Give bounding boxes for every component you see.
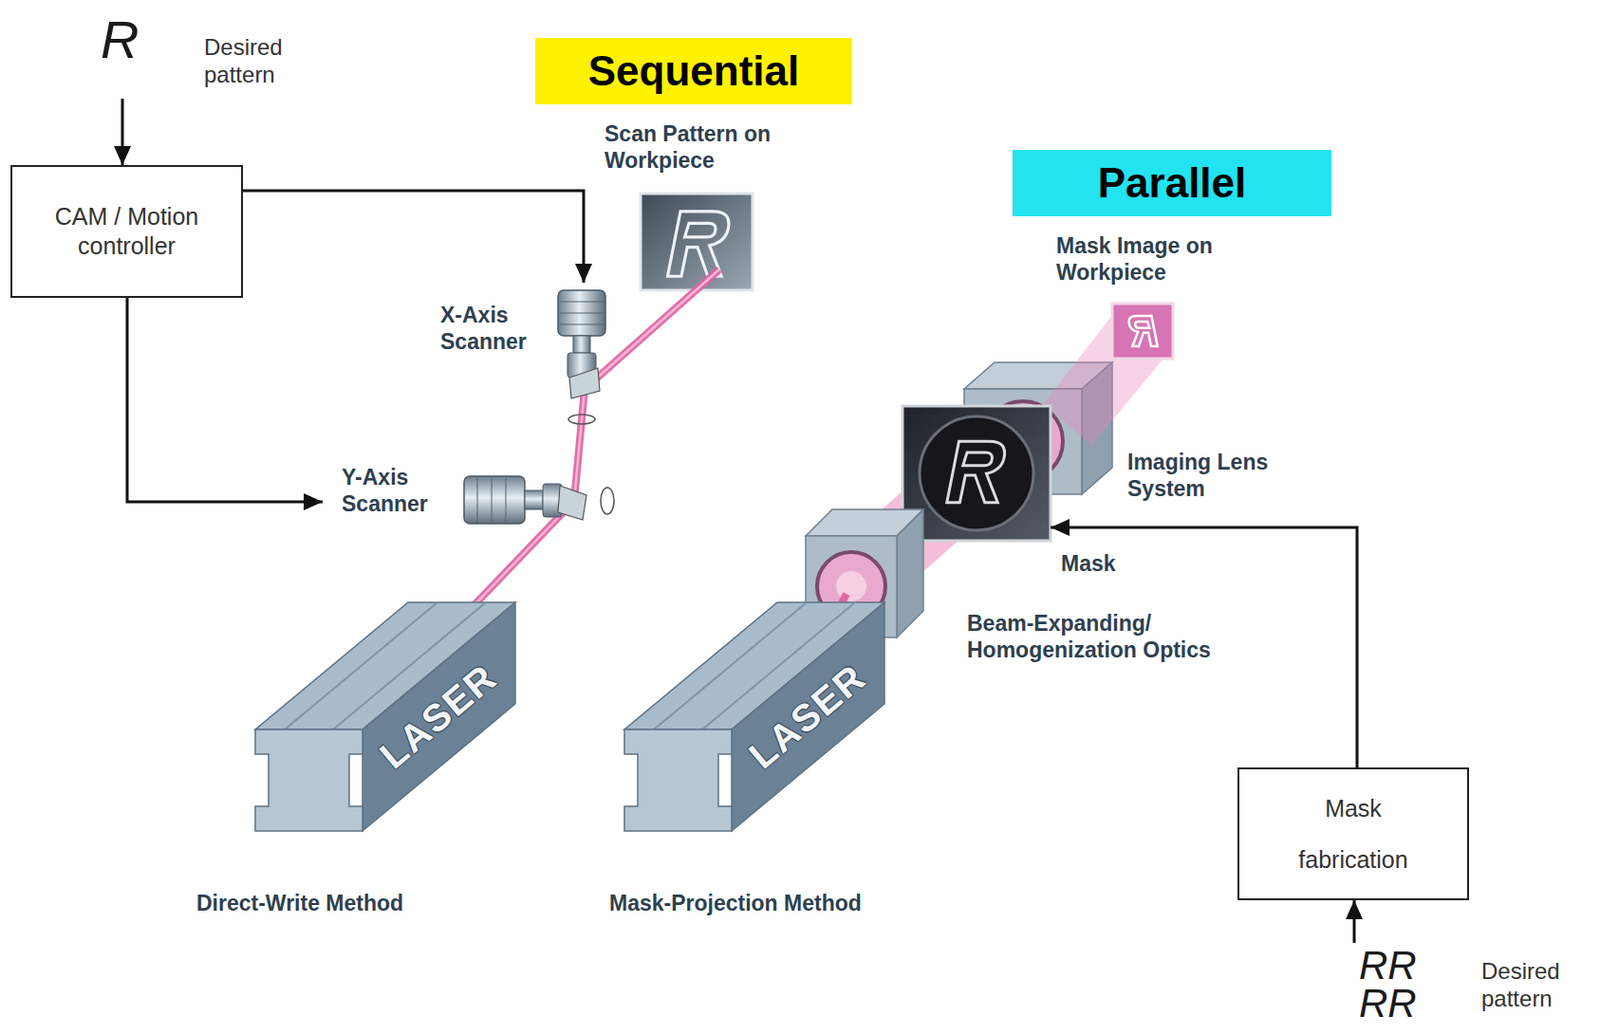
band-title: Sequential: [588, 48, 800, 94]
method-band: Parallel: [1012, 149, 1332, 217]
mask-plate: [947, 441, 1005, 503]
mask-label: Mask: [1060, 550, 1117, 577]
connector-arrow: [1345, 900, 1363, 944]
arrow-head: [1345, 900, 1363, 920]
mask-plate: [919, 416, 1034, 531]
projected-beam: [1043, 305, 1173, 447]
box-text: Mask fabrication: [1272, 782, 1434, 886]
process-box: Mask fabrication: [1237, 767, 1470, 901]
beam-expander-box: [836, 571, 867, 602]
scanner-unit: Y-Axis Scanner: [322, 460, 560, 529]
band-title: Parallel: [1097, 160, 1247, 206]
y-scanner-motor: [491, 478, 493, 522]
laser-body: [624, 729, 732, 832]
laser-body: [624, 602, 885, 832]
process-box: CAM / Motion controller: [10, 165, 243, 298]
laser-body: [362, 602, 516, 832]
y-scanner-motor: [558, 485, 587, 521]
laser-body: [255, 729, 363, 832]
laser-text: LASER: [741, 655, 875, 778]
arrow-head: [303, 493, 323, 511]
beam-expander-box: [896, 509, 924, 638]
x-scanner-motor: [558, 290, 606, 425]
y-scanner-motor: [464, 476, 525, 524]
scan-workpiece: [668, 211, 729, 277]
x-scanner-motor: [559, 313, 604, 315]
y-scanner-motor: [477, 478, 479, 522]
connector-line: [242, 190, 584, 283]
x-scanner-motor: [559, 301, 604, 303]
laser-source: LASER: [255, 601, 516, 832]
laser-source: LASER: [624, 601, 885, 832]
connector-arrow: [242, 190, 593, 283]
pattern-glyph: R: [100, 13, 139, 67]
method-band: Sequential: [535, 37, 853, 105]
connector-arrow: [113, 98, 131, 166]
part-label: Mask-Projection Method: [609, 890, 913, 917]
laser-text: LASER: [372, 655, 505, 778]
x-scanner-motor: [573, 335, 591, 354]
y-scanner-motor: [600, 487, 614, 515]
scanner-unit: X-Axis Scanner: [436, 282, 613, 359]
part-label: Beam-Expanding/ Homogenization Optics: [967, 610, 1252, 664]
pattern-glyph: RR RR: [1358, 947, 1451, 1024]
part-label: Direct-Write Method: [196, 890, 482, 917]
mask-workpiece: [1129, 316, 1158, 347]
laser-body: [255, 602, 516, 832]
pattern-input: R Desired pattern: [93, 11, 321, 99]
connector-arrow: [127, 297, 323, 511]
laser-body: [731, 602, 885, 832]
box-text: CAM / Motion controller: [32, 202, 223, 262]
y-scanner-motor: [505, 478, 507, 522]
scan-workpiece: [640, 193, 753, 291]
arrow-head: [575, 263, 593, 283]
mask-workpiece: [1112, 303, 1173, 359]
scan-workpiece: [640, 193, 753, 291]
scanner-label: Y-Axis Scanner: [341, 464, 460, 518]
arrow-head: [113, 146, 131, 166]
pattern-input: RR RR Desired pattern: [1347, 943, 1590, 1029]
y-scanner-motor: [524, 490, 543, 510]
y-scanner-motor: [464, 476, 614, 524]
x-scanner-motor: [568, 414, 596, 425]
scanner-label: X-Axis Scanner: [440, 301, 557, 355]
part-label: Mask Image on Workpiece: [1056, 232, 1247, 286]
mask-plate: Mask: [902, 406, 1051, 541]
arrow-head: [1050, 519, 1070, 537]
mask-workpiece: [1112, 303, 1173, 359]
x-scanner-motor: [558, 290, 606, 336]
x-scanner-motor: [569, 368, 600, 399]
part-label: Imaging Lens System: [1127, 448, 1318, 503]
part-label: Scan Pattern on Workpiece: [604, 120, 795, 174]
mask-plate: [902, 406, 1051, 541]
mask-plate: [902, 406, 1051, 541]
pattern-label: Desired pattern: [1481, 958, 1588, 1014]
x-scanner-motor: [559, 324, 604, 326]
connector-line: [127, 297, 323, 503]
pattern-label: Desired pattern: [204, 34, 311, 90]
